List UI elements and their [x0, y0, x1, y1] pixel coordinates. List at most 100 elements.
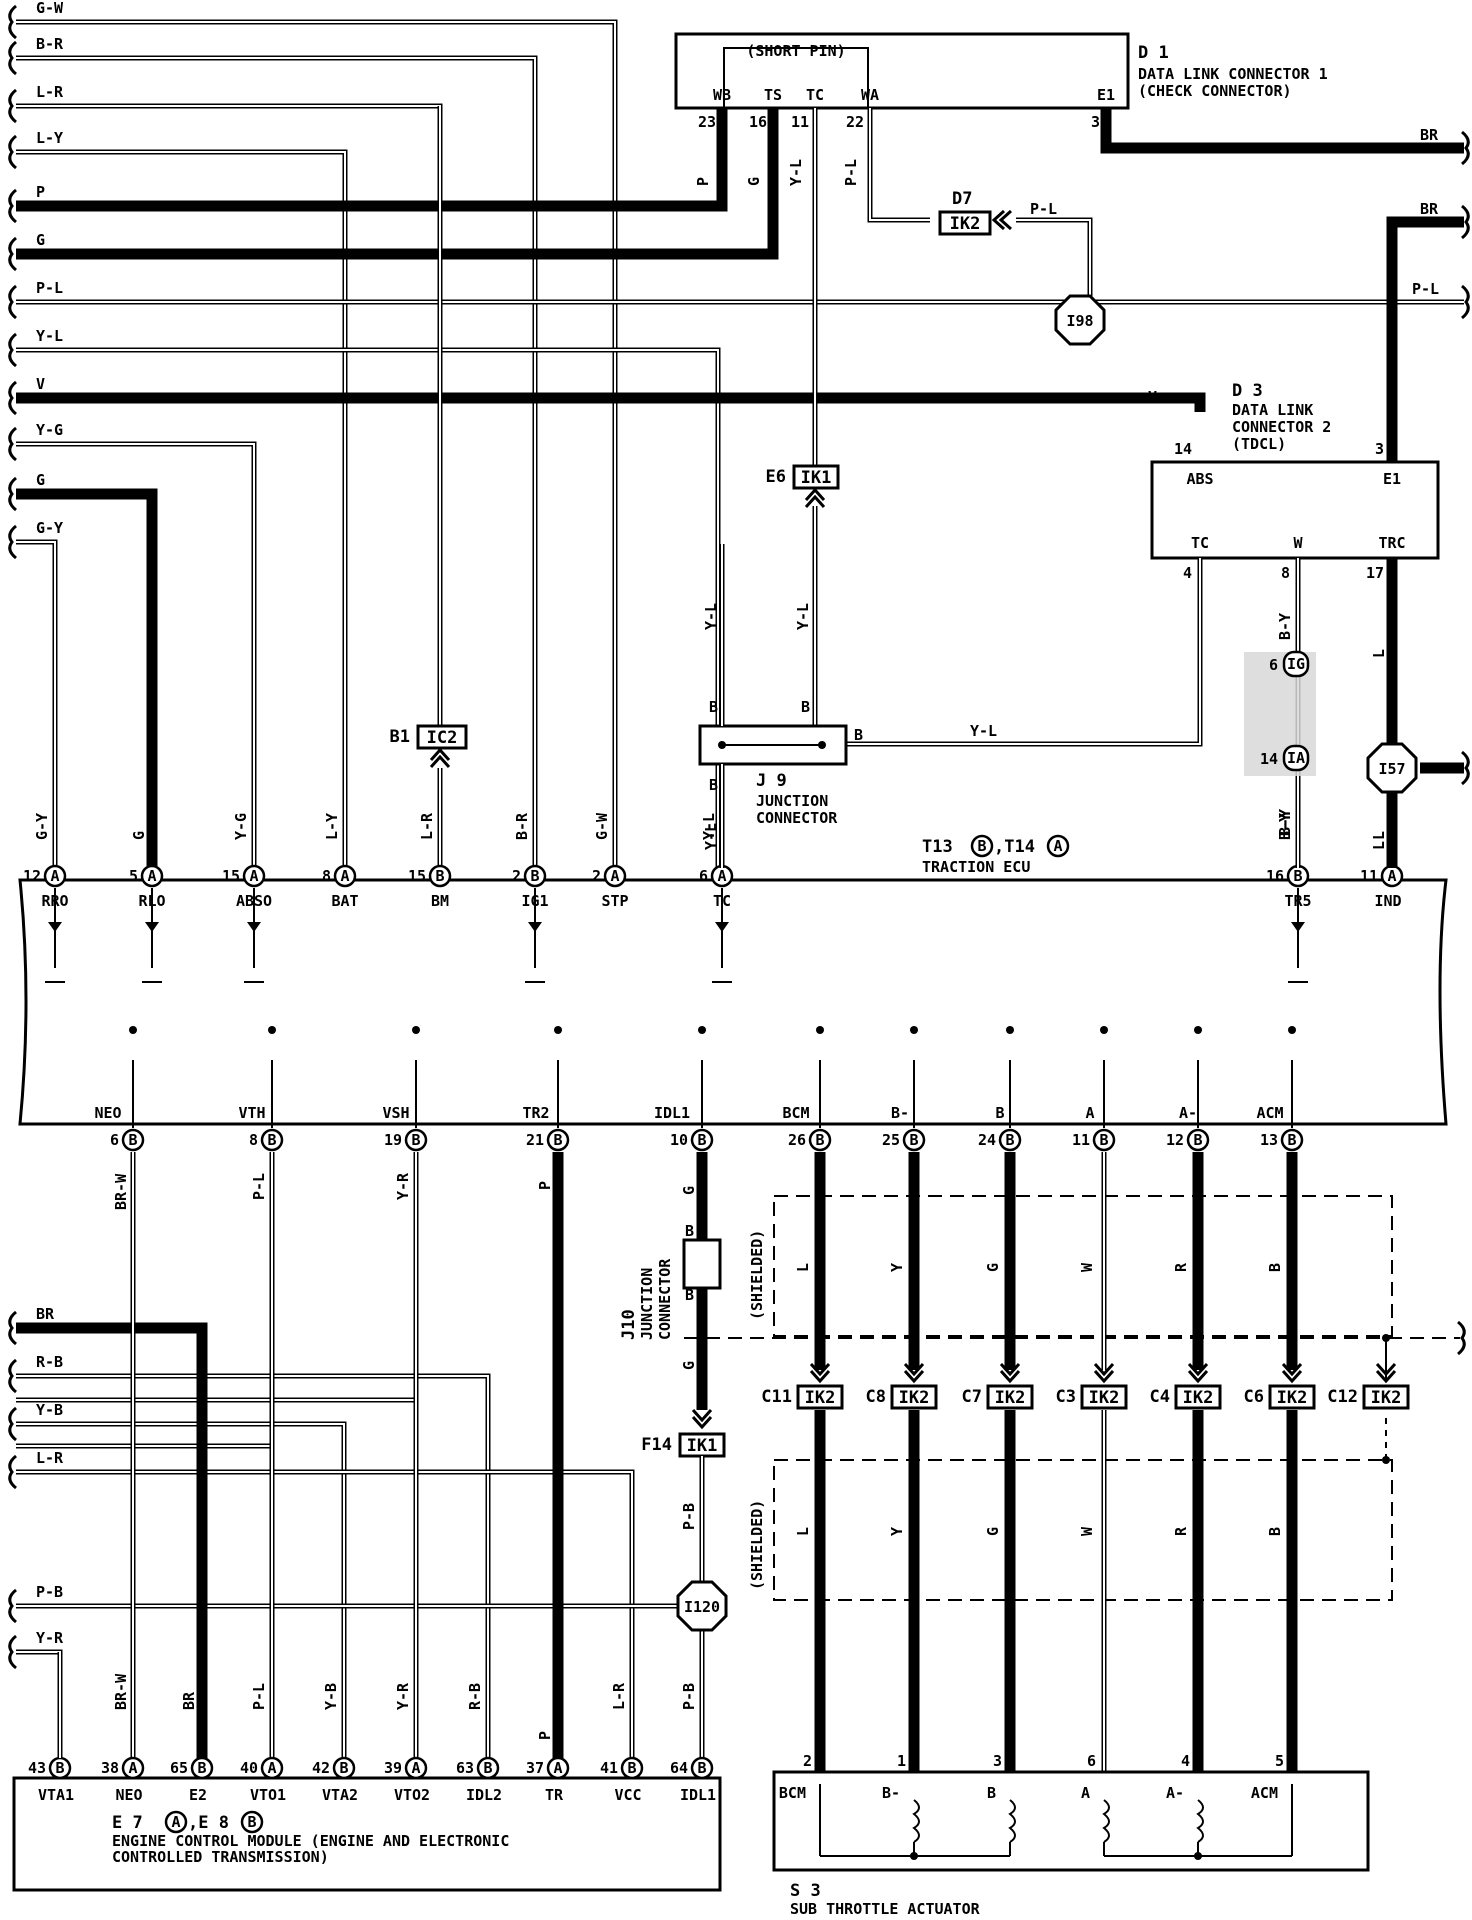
ig-bot-pin: 14 [1260, 750, 1278, 768]
left-wire-3-core [16, 151, 346, 868]
actuator-node-0 [910, 1852, 918, 1860]
ik2-6-code: IK2 [1371, 1388, 1402, 1408]
vsh-wire-label: Y-R [394, 1172, 412, 1200]
ecu-top-pin-conn-9-letter: A [1387, 867, 1396, 885]
ecm-pin-label-5: VTO2 [394, 1786, 430, 1804]
right-pl-break [1461, 284, 1470, 320]
ecu-bot-pin-conn-5-letter: B [815, 1131, 824, 1149]
right-pl-label: P-L [1412, 280, 1439, 298]
d1-pin-label-3: WA [861, 86, 879, 104]
j10-name2: CONNECTOR [656, 1258, 674, 1340]
ik2-id-2: C7 [962, 1387, 982, 1407]
ik2-3-box [1080, 1384, 1128, 1410]
lower-left-wire-label-0: BR [36, 1305, 55, 1323]
ecu-top-pin-num-8: 16 [1266, 867, 1284, 885]
act-chevron-1-a [903, 1362, 925, 1377]
d1-short-pin-label: (SHORT PIN) [746, 42, 845, 60]
ecm-pin-conn-3-letter: A [267, 1759, 276, 1777]
left-wire-break-11 [8, 524, 17, 560]
d7-chevron-b [998, 209, 1013, 231]
j9-yl-label-down: Y-L [702, 823, 720, 850]
left-wire-2 [16, 103, 443, 725]
i57-branch-break [1461, 750, 1470, 786]
idl2-wire-label: R-B [466, 1683, 484, 1710]
ecu-bot-pin-num-10: 13 [1260, 1131, 1278, 1149]
ecm-pin-conn-5-circle [404, 1756, 428, 1780]
ecu-bot-pin-label-0: NEO [94, 1104, 121, 1122]
ecm-pin-conn-4-letter: B [339, 1759, 348, 1777]
lower-left-wire-2 [16, 1421, 347, 1768]
ecu-bot-pin-num-5: 26 [788, 1131, 806, 1149]
left-wire-9 [16, 441, 257, 868]
ecu-bot-pin-label-9: A- [1179, 1104, 1197, 1122]
ecu-int-diode-0 [48, 922, 62, 932]
lower-left-wire-5 [16, 1649, 63, 1768]
d1-pin-wire-3: P-L [842, 159, 860, 186]
ecu-top-pin-conn-3-letter: A [340, 867, 349, 885]
d1-pin-label-2: TC [806, 86, 824, 104]
ecu-bot-node-3 [554, 1026, 562, 1034]
d1-e1-br-wire [1100, 108, 1464, 154]
ik2-3-code: IK2 [1089, 1388, 1120, 1408]
act-wire-label-bot-4: R [1172, 1526, 1190, 1536]
ecu-top-pin-wire-4: L-R [418, 812, 436, 840]
ecm-pin-num-7: 37 [526, 1759, 544, 1777]
d3-tc-yl-wire [830, 558, 1203, 747]
d3-e1-br-wire [1386, 216, 1464, 462]
vcc-wire-label: L-R [610, 1682, 628, 1710]
d3-name2: CONNECTOR 2 [1232, 418, 1331, 436]
ecu-top-pin-num-4: 15 [408, 867, 426, 885]
left-wire-break-2 [8, 88, 17, 124]
ecu-bot-pin-conn-9-circle [1186, 1128, 1210, 1152]
act-chevron-4-b [1187, 1369, 1209, 1384]
ecm-pin-label-0: VTA1 [38, 1786, 74, 1804]
ecu-top-pin-label-3: BAT [331, 892, 358, 910]
j10-g-label: G [680, 1361, 698, 1370]
d3-v-label: V [1148, 388, 1157, 406]
act-wire-label-top-3: W [1078, 1262, 1096, 1272]
vto2-wire-label: Y-R [394, 1682, 412, 1710]
ecm-pin-num-9: 64 [670, 1759, 688, 1777]
ecu-name: TRACTION ECU [922, 858, 1030, 876]
actuator-pin-num-0: 2 [803, 1752, 812, 1770]
shield-box-top [773, 1195, 1393, 1337]
actuator-coil-4 [1196, 1799, 1204, 1843]
ecm-pin-num-8: 41 [600, 1759, 618, 1777]
act-chevron-3-b [1093, 1369, 1115, 1384]
left-wire-label-8: V [36, 375, 45, 393]
ecu-bot-pin-num-6: 25 [882, 1131, 900, 1149]
d1-pin-num-0: 23 [698, 113, 716, 131]
ecu-top-pin-label-6: STP [601, 892, 628, 910]
ecu-bot-pin-num-3: 21 [526, 1131, 544, 1149]
left-wire-label-5: G [36, 231, 45, 249]
ecu-bot-node-6 [910, 1026, 918, 1034]
ecu-bot-pin-label-5: BCM [782, 1104, 809, 1122]
neo-wire-label2: BR-W [112, 1673, 130, 1710]
e6-code: IK1 [801, 468, 832, 488]
ecm-pin-conn-9-letter: B [697, 1759, 706, 1777]
ecm-pin-conn-5-letter: A [411, 1759, 420, 1777]
shield-break [1457, 1320, 1466, 1356]
left-wire-label-0: G-W [36, 0, 64, 17]
ecu-top-pin-conn-1-letter: A [147, 867, 156, 885]
ecu-bot-pin-label-7: B [995, 1104, 1004, 1122]
ecm-pin-label-4: VTA2 [322, 1786, 358, 1804]
ecu-int-diode-2 [247, 922, 261, 932]
left-wire-7-core [16, 349, 719, 868]
ecu-top-pin-num-2: 15 [222, 867, 240, 885]
left-wire-0-core [16, 21, 616, 868]
lower-left-wire-break-3 [8, 1454, 17, 1490]
ecu-bot-pin-conn-6-circle [902, 1128, 926, 1152]
shield-label-top: (SHIELDED) [748, 1230, 766, 1320]
ik2-1-box [890, 1384, 938, 1410]
ecu-top-pin-num-0: 12 [23, 867, 41, 885]
b1-chevron-b [429, 754, 451, 769]
ecm-name2: CONTROLLED TRANSMISSION) [112, 1848, 329, 1866]
left-wire-4 [16, 95, 728, 212]
left-wire-10 [16, 488, 158, 868]
j9-yl-label-up: Y-L [702, 603, 720, 630]
actuator-pin-label-2: B [987, 1784, 996, 1802]
j9-pin-b2: B [801, 698, 810, 716]
